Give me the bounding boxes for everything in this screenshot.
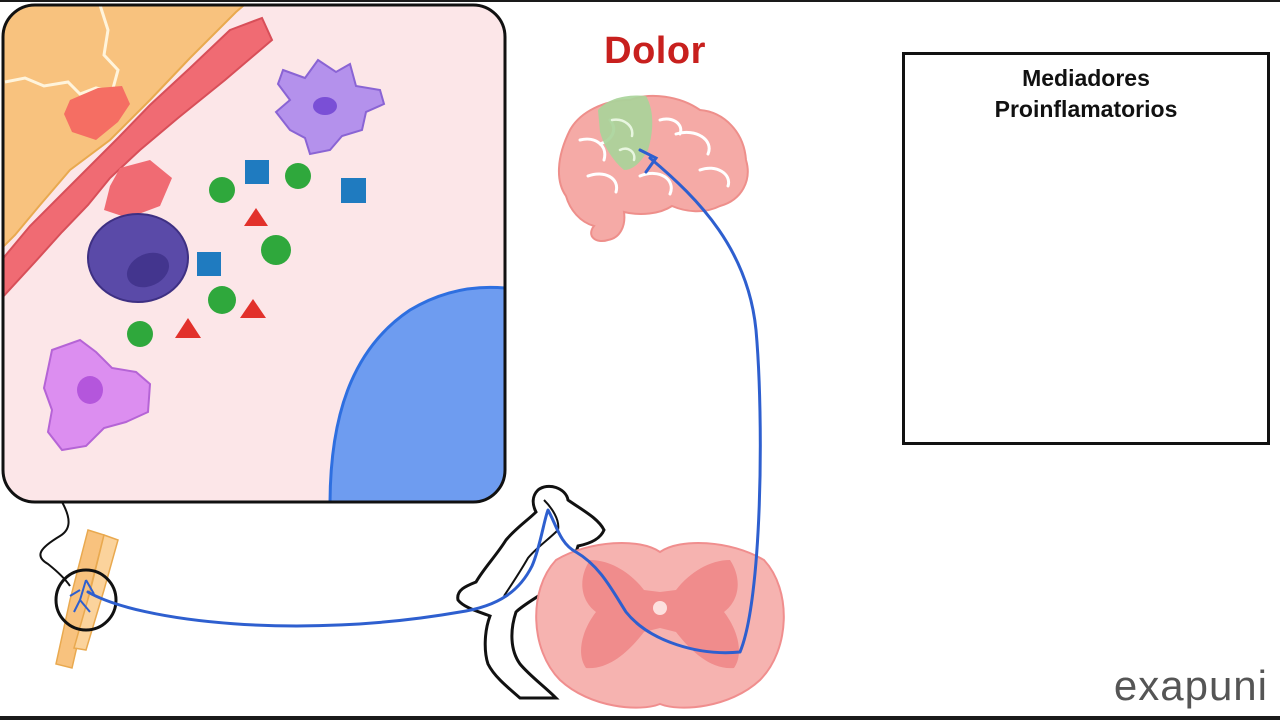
vertebra-inner-outline: [503, 499, 560, 597]
mediator-circle: [209, 177, 235, 203]
vertebra-outline: [456, 484, 606, 700]
adipose-cell-boundary: [4, 5, 120, 96]
central-canal: [653, 601, 667, 615]
brain-gyri: [578, 117, 731, 196]
blood-vessel: [3, 16, 274, 303]
mediators-title-line1: Mediadores: [1022, 65, 1150, 91]
mediators-panel: Mediadores Proinflamatorios: [902, 52, 1270, 445]
pathway-arrowhead: [638, 148, 659, 174]
lymphocyte: [87, 213, 189, 303]
mediator-circle: [208, 286, 236, 314]
top-frame-line: [0, 0, 1280, 2]
tissue-panel-border: [1, 3, 507, 504]
mediators: [127, 160, 366, 347]
mediator-triangle: [240, 299, 266, 318]
skin-tissue: [55, 529, 119, 669]
brand-logo: exapuni: [1113, 662, 1268, 709]
bottom-frame-line: [0, 716, 1280, 720]
blood-extravasation-lower: [104, 160, 172, 218]
macrophage: [42, 338, 152, 452]
mediators-title: Mediadores Proinflamatorios: [905, 63, 1267, 125]
mediators-title-line2: Proinflamatorios: [994, 96, 1178, 122]
mediator-square: [341, 178, 366, 203]
mediator-square: [197, 252, 221, 276]
mediator-circle: [285, 163, 311, 189]
mediator-triangle: [175, 318, 201, 338]
dendritic-cell: [274, 58, 386, 156]
blood-extravasation: [64, 86, 130, 140]
mediator-square: [245, 160, 269, 184]
tissue-panel: [1, 3, 507, 504]
adipose-tissue: [3, 5, 253, 253]
spinal-cord: [535, 542, 785, 709]
mediator-circle: [261, 235, 291, 265]
zoom-circle: [54, 568, 118, 632]
zoom-connector: [39, 501, 71, 587]
nerve-terminal-branches: [69, 579, 95, 613]
nerve-ending: [328, 285, 505, 502]
cortex-gyri: [610, 118, 636, 162]
pain-label: Dolor: [604, 30, 706, 72]
cortex-highlight: [598, 95, 653, 170]
mediator-circle: [127, 321, 153, 347]
nociceptive-pathway: [86, 156, 762, 655]
brain: [557, 94, 749, 242]
mediator-triangle: [244, 208, 268, 226]
